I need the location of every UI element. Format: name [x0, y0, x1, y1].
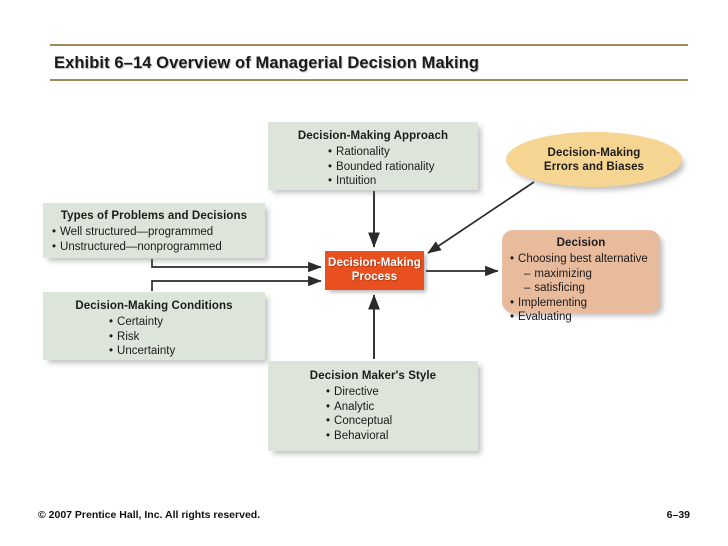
list-item: Analytic — [326, 400, 478, 415]
page-title: Exhibit 6–14 Overview of Managerial Deci… — [54, 54, 480, 72]
box-decision-making-process[interactable]: Decision-Making Process — [325, 251, 424, 290]
sub-list-item: maximizing — [510, 267, 660, 282]
ellipse-label-line1: Decision-Making — [547, 146, 641, 159]
process-label-line1: Decision-Making — [328, 257, 421, 269]
process-label: Decision-Making Process — [328, 257, 421, 284]
ellipse-decision-making-errors-and-biases[interactable]: Decision-Making Errors and Biases — [506, 132, 682, 187]
list-item: Risk — [109, 330, 265, 345]
box-decision-making-conditions[interactable]: Decision-Making Conditions Certainty Ris… — [43, 292, 265, 360]
box-types-of-problems-and-decisions[interactable]: Types of Problems and Decisions Well str… — [43, 203, 265, 258]
footer-copyright: © 2007 Prentice Hall, Inc. All rights re… — [38, 509, 261, 521]
box-decision-making-approach[interactable]: Decision-Making Approach Rationality Bou… — [268, 122, 478, 190]
list-item: Choosing best alternative — [510, 252, 660, 267]
list-item: Rationality — [328, 145, 478, 160]
list-item: Uncertainty — [109, 344, 265, 359]
sub-list-item: satisficing — [510, 281, 660, 296]
list-item: Certainty — [109, 315, 265, 330]
list-item: Directive — [326, 385, 478, 400]
list-item: Bounded rationality — [328, 160, 478, 175]
ellipse-label-line2: Errors and Biases — [543, 160, 645, 173]
box-heading: Types of Problems and Decisions — [60, 210, 248, 222]
list-item: Well structured—programmed — [52, 225, 265, 240]
list-item: Behavioral — [326, 429, 478, 444]
box-decision[interactable]: Decision Choosing best alternative maxim… — [502, 230, 660, 323]
box-decision-makers-style[interactable]: Decision Maker's Style Directive Analyti… — [268, 361, 478, 451]
arrow-types-to-process — [151, 259, 322, 273]
list-item: Evaluating — [510, 310, 660, 325]
list-item: Implementing — [510, 296, 660, 311]
decision-making-diagram: Decision-Making Approach Rationality Bou… — [0, 95, 728, 480]
list-item: Intuition — [328, 174, 478, 189]
bullet-list: Choosing best alternative maximizing sat… — [510, 252, 660, 325]
box-heading: Decision — [556, 237, 606, 249]
ellipse-label: Decision-Making Errors and Biases — [544, 146, 644, 174]
arrow-conditions-to-process — [151, 275, 322, 291]
box-heading: Decision Maker's Style — [309, 370, 437, 382]
box-heading: Decision-Making Approach — [297, 130, 449, 142]
bullet-list: Directive Analytic Conceptual Behavioral — [326, 385, 478, 443]
title-rule-top — [50, 44, 688, 46]
process-label-line2: Process — [351, 270, 398, 283]
title-rule-bottom — [50, 79, 688, 81]
bullet-list: Well structured—programmed Unstructured—… — [52, 225, 265, 254]
box-heading: Decision-Making Conditions — [75, 300, 233, 312]
footer-page-number: 6–39 — [666, 509, 690, 521]
list-item: Conceptual — [326, 414, 478, 429]
bullet-list: Rationality Bounded rationality Intuitio… — [328, 145, 478, 189]
list-item: Unstructured—nonprogrammed — [52, 240, 265, 255]
bullet-list: Certainty Risk Uncertainty — [109, 315, 265, 359]
